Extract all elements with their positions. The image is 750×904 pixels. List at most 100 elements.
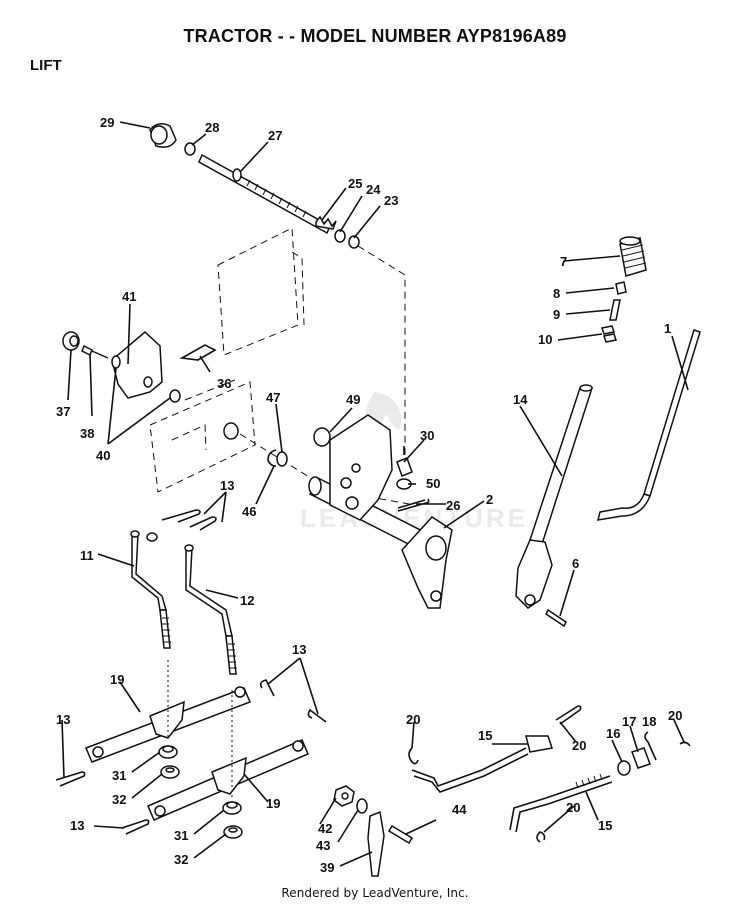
part-13-hairpin-upper <box>161 509 217 531</box>
part-41-bracket <box>111 330 163 399</box>
part-36-clip <box>179 344 217 361</box>
callout-28: 28 <box>205 120 219 135</box>
part-25-spring <box>315 215 337 230</box>
part-40-washer <box>111 355 121 369</box>
part-12-lift-link <box>184 544 237 675</box>
part-20-hairpin-c <box>679 741 691 747</box>
part-1-rod <box>596 329 701 521</box>
part-7-grip <box>619 236 647 277</box>
frame-panel-lower <box>149 379 256 493</box>
callout-38: 38 <box>80 426 94 441</box>
callout-14: 14 <box>513 392 528 407</box>
part-31-bushing <box>158 745 178 759</box>
callout-37: 37 <box>56 404 70 419</box>
callout-1: 1 <box>664 321 671 336</box>
part-31-bushing-2 <box>222 801 242 815</box>
part-18-pin <box>644 731 657 761</box>
callout-9: 9 <box>553 307 560 322</box>
callout-44: 44 <box>452 802 467 817</box>
part-15-rod-upper <box>411 735 553 793</box>
callout-20c: 20 <box>668 708 682 723</box>
callout-18: 18 <box>642 714 656 729</box>
part-29-knob <box>149 123 177 148</box>
callout-39: 39 <box>320 860 334 875</box>
callout-36: 36 <box>217 376 231 391</box>
part-24-washer <box>334 229 346 243</box>
part-46-eclip <box>267 449 277 467</box>
part-37-cap <box>62 331 80 351</box>
part-32-nut <box>160 765 180 779</box>
callout-20d: 20 <box>566 800 580 815</box>
part-19-lift-arm-lower <box>147 739 309 821</box>
callout-19b: 19 <box>266 796 280 811</box>
callout-47: 47 <box>266 390 280 405</box>
part-14-lift-handle <box>515 384 594 609</box>
guide-line-rod <box>357 245 406 470</box>
callout-25: 25 <box>348 176 362 191</box>
callout-26: 26 <box>446 498 460 513</box>
part-28-washer <box>184 142 196 156</box>
callout-30: 30 <box>420 428 434 443</box>
callout-32b: 32 <box>174 852 188 867</box>
callout-20b: 20 <box>572 738 586 753</box>
part-13-hairpin-right <box>307 708 327 723</box>
callout-13b: 13 <box>292 642 306 657</box>
callout-10: 10 <box>538 332 552 347</box>
callout-31b: 31 <box>174 828 188 843</box>
part-11-lift-link <box>130 530 171 649</box>
callout-15b: 15 <box>598 818 612 833</box>
part-15-rod-lower <box>509 773 613 833</box>
leader-lines <box>61 121 689 867</box>
part-49-bushing <box>313 427 331 447</box>
part-17-swivel <box>631 747 651 769</box>
part-47-washer <box>276 451 288 467</box>
callouts: 29 28 27 25 24 23 7 8 9 10 1 41 36 37 38… <box>56 115 682 875</box>
guide-dots <box>167 660 233 800</box>
callout-50: 50 <box>426 476 440 491</box>
callout-13d: 13 <box>70 818 84 833</box>
callout-17: 17 <box>622 714 636 729</box>
part-44-bolt <box>387 824 414 845</box>
callout-2: 2 <box>486 492 493 507</box>
callout-29: 29 <box>100 115 114 130</box>
part-27-threaded-rod <box>198 153 331 235</box>
part-32-nut-2 <box>223 825 243 839</box>
part-39-bracket <box>367 810 385 877</box>
callout-13c: 13 <box>56 712 70 727</box>
part-26-cotter-pin <box>397 498 430 512</box>
part-13-hairpin-mid <box>259 679 275 697</box>
part-6-bolt <box>545 608 567 628</box>
footer-credit: Rendered by LeadVenture, Inc. <box>281 886 469 900</box>
callout-31a: 31 <box>112 768 126 783</box>
callout-6: 6 <box>572 556 579 571</box>
part-20-hairpin-a <box>408 747 419 765</box>
callout-23: 23 <box>384 193 398 208</box>
frame-panel-upper <box>217 227 305 356</box>
part-9-rod <box>609 299 621 321</box>
callout-24: 24 <box>366 182 381 197</box>
part-13-hairpin-left <box>55 771 86 787</box>
part-13-hairpin-bottom <box>121 819 150 835</box>
callout-40: 40 <box>96 448 110 463</box>
part-16-nut <box>617 760 631 776</box>
callout-32a: 32 <box>112 792 126 807</box>
part-38-bolt <box>81 344 109 359</box>
callout-19a: 19 <box>110 672 124 687</box>
page-title: TRACTOR - - MODEL NUMBER AYP8196A89 <box>183 26 567 46</box>
callout-12: 12 <box>240 593 254 608</box>
part-8-button <box>615 281 627 295</box>
part-20-hairpin-b <box>555 705 582 725</box>
callout-42: 42 <box>318 821 332 836</box>
callout-49: 49 <box>346 392 360 407</box>
callout-16: 16 <box>606 726 620 741</box>
callout-8: 8 <box>553 286 560 301</box>
callout-13a: 13 <box>220 478 234 493</box>
part-40-washer-2 <box>169 389 181 403</box>
part-23-nut <box>348 235 360 249</box>
callout-43: 43 <box>316 838 330 853</box>
callout-11: 11 <box>80 548 94 563</box>
callout-46: 46 <box>242 504 256 519</box>
callout-15a: 15 <box>478 728 492 743</box>
part-43-washer <box>356 798 368 814</box>
